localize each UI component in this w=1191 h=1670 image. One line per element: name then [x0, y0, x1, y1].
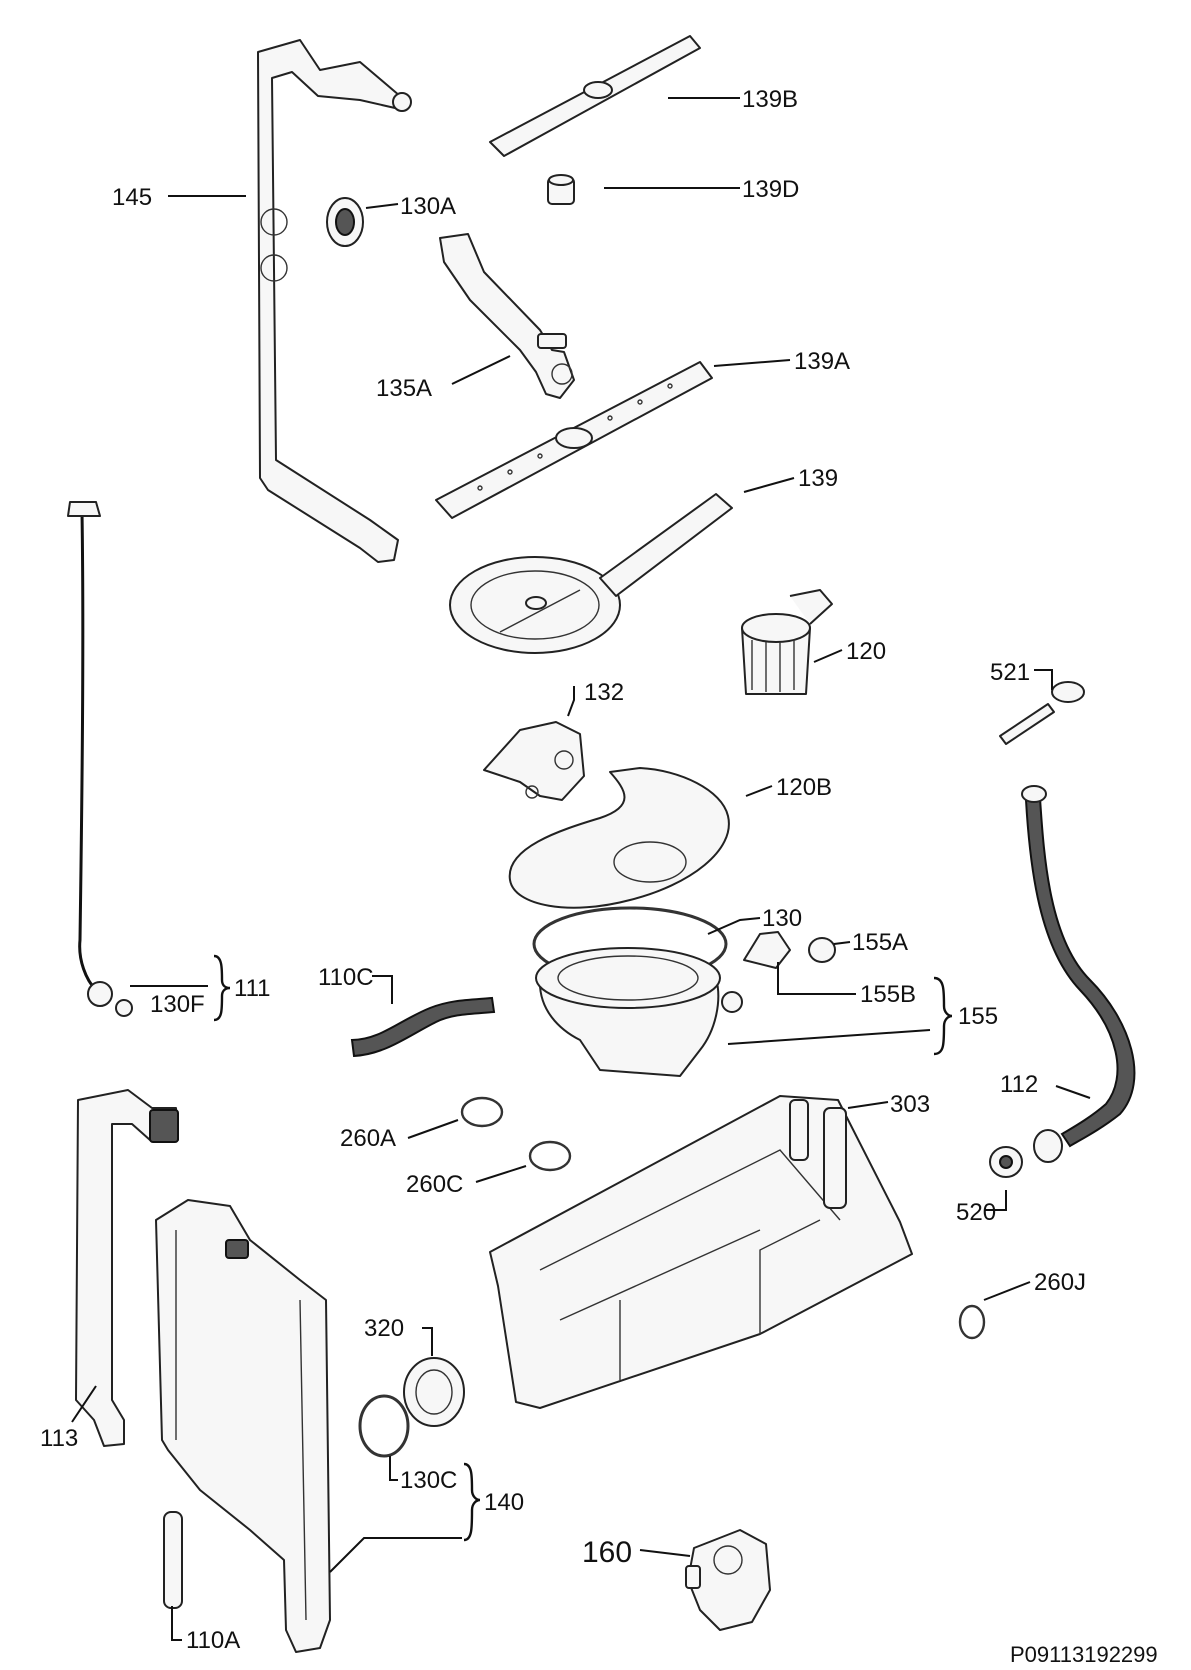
part-145-upper-spray-pipe	[257, 39, 412, 563]
label-260J: 260J	[1034, 1269, 1086, 1296]
part-130C-ring	[358, 1394, 410, 1458]
part-130-sump-ring	[532, 906, 743, 1077]
part-260C-clamp	[528, 1140, 572, 1172]
braces	[213, 954, 953, 1542]
label-120: 120	[846, 638, 886, 665]
part-520-connector	[989, 1146, 1023, 1178]
label-139A: 139A	[794, 348, 850, 375]
part-140-housing	[155, 1199, 331, 1653]
label-110C: 110C	[318, 964, 374, 991]
label-320: 320	[364, 1315, 404, 1342]
part-110A-small-hose	[163, 1511, 183, 1609]
label-521: 521	[990, 659, 1030, 686]
label-139B: 139B	[742, 86, 798, 113]
part-260J-clamp	[958, 1304, 986, 1340]
label-112: 112	[1000, 1071, 1038, 1098]
label-520: 520	[956, 1199, 996, 1226]
label-260A: 260A	[340, 1125, 396, 1152]
part-155B-cover	[743, 931, 791, 969]
part-303-base-frame	[489, 1095, 913, 1409]
leader-lines	[71, 97, 1091, 1641]
label-110A: 110A	[186, 1627, 240, 1654]
label-130C: 130C	[400, 1467, 457, 1494]
part-135A-arm-support	[439, 233, 575, 399]
part-120-filter	[741, 589, 833, 695]
part-120B-filter-plate	[508, 767, 730, 909]
label-111: 111	[234, 975, 270, 1002]
part-521-key	[999, 681, 1085, 745]
drawing-code: P09113192299	[1010, 1642, 1158, 1667]
label-160: 160	[582, 1536, 632, 1569]
part-160-pump	[685, 1529, 771, 1631]
label-155B: 155B	[860, 981, 916, 1008]
label-135A: 135A	[376, 375, 432, 402]
part-130A-seal	[326, 197, 364, 247]
label-139: 139	[798, 465, 838, 492]
label-139D: 139D	[742, 176, 799, 203]
part-110C-corrugated-hose	[350, 996, 496, 1058]
part-112-drain-hose	[1021, 785, 1136, 1163]
part-111-inlet-hose	[67, 501, 133, 1017]
label-130A: 130A	[400, 193, 456, 220]
label-303: 303	[890, 1091, 930, 1118]
label-145: 145	[112, 184, 152, 211]
part-155A-nozzle	[808, 937, 836, 963]
part-139A-lower-spray-arm	[435, 361, 713, 519]
part-139-spray-arm-ring	[449, 493, 733, 654]
label-130F: 130F	[150, 991, 205, 1018]
part-320-seal	[403, 1357, 465, 1427]
label-155A: 155A	[852, 929, 908, 956]
label-120B: 120B	[776, 774, 832, 801]
part-139D-nut	[547, 174, 575, 205]
part-139B-upper-spray-arm	[489, 35, 701, 157]
label-132: 132	[584, 679, 624, 706]
label-140: 140	[484, 1489, 524, 1516]
part-132-bracket	[483, 721, 585, 801]
part-113-water-pipe	[75, 1089, 179, 1447]
label-113: 113	[40, 1425, 78, 1452]
part-260A-clamp	[460, 1096, 504, 1128]
label-260C: 260C	[406, 1171, 463, 1198]
label-155: 155	[958, 1003, 998, 1030]
label-130: 130	[762, 905, 802, 932]
part-labels: 145 130A 139B 139D 135A 139A 139 120 521…	[40, 86, 1158, 1667]
